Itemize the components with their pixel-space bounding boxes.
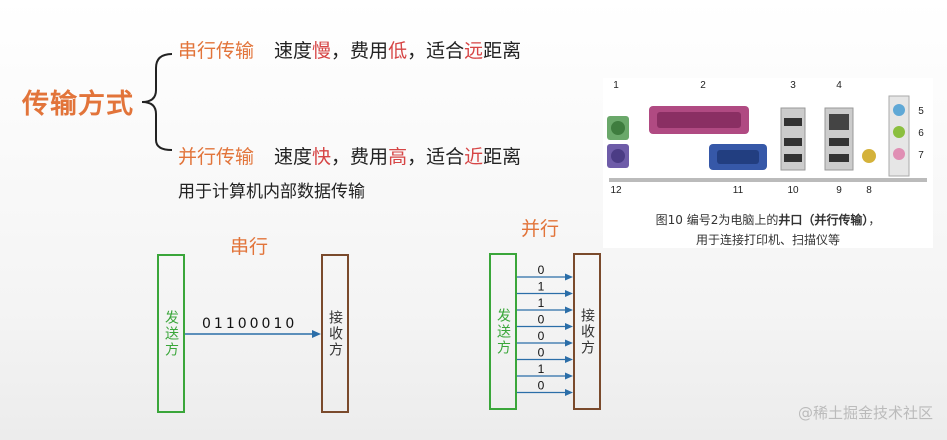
port-number-label: 6 — [918, 128, 924, 139]
port-number-label: 9 — [836, 185, 842, 196]
parallel-speed: 快 — [312, 146, 332, 168]
parallel-wire-arrow — [565, 339, 573, 347]
parallel-wire-arrow — [565, 273, 573, 281]
parallel-distance: 近 — [464, 146, 484, 168]
parallel-bit: 0 — [538, 346, 545, 360]
audio-line-out — [893, 126, 905, 138]
bracket — [141, 53, 173, 151]
parallel-bit: 1 — [538, 280, 545, 294]
serial-desc-text: 距离 — [483, 40, 522, 62]
watermark: @稀土掘金技术社区 — [797, 404, 933, 422]
parallel-wire-arrow — [565, 372, 573, 380]
serial-cost: 低 — [388, 40, 408, 62]
sender-label: 发送方 — [163, 309, 179, 358]
parallel-desc-text: 速度 — [274, 146, 313, 168]
parallel-sender-box: 发送方 — [489, 253, 517, 410]
serial-bits: 01100010 — [202, 316, 298, 332]
serial-sender-box: 发送方 — [157, 254, 185, 413]
port-number-label: 12 — [610, 185, 622, 196]
parallel-bit: 0 — [538, 313, 545, 327]
port-number-label: 5 — [918, 106, 924, 117]
parallel-wire-arrow — [565, 389, 573, 396]
caption-text: 图10 编号2为电脑上的 — [655, 213, 779, 227]
caption-bold: 井口（并行传输） — [778, 213, 869, 227]
serial-description: 串行传输速度慢，费用低，适合远距离 — [178, 36, 521, 63]
parallel-receiver-box: 接收方 — [573, 253, 601, 410]
port-number-label: 10 — [787, 185, 799, 196]
parallel-wire-arrow — [565, 323, 573, 330]
parallel-label: 并行 — [521, 218, 560, 240]
serial-speed: 慢 — [312, 40, 332, 62]
parallel-cost: 高 — [388, 146, 408, 168]
parallel-desc-text: 距离 — [483, 146, 522, 168]
parallel-bit: 0 — [538, 379, 545, 393]
parallel-desc-text: ，费用 — [331, 146, 389, 168]
parallel-bit: 0 — [538, 329, 545, 343]
parallel-note: 用于计算机内部数据传输 — [178, 182, 365, 202]
parallel-desc-text: ，适合 — [407, 146, 465, 168]
serial-heading: 串行传输 — [178, 40, 255, 62]
port-number-label: 8 — [866, 185, 872, 196]
caption-text: ， — [868, 213, 881, 227]
audio-port-gold — [862, 149, 876, 163]
port-number-label: 3 — [790, 80, 796, 91]
parallel-bit: 1 — [538, 296, 545, 310]
serial-receiver-box: 接收方 — [321, 254, 349, 413]
receiver-label: 接收方 — [579, 307, 595, 356]
parallel-bit: 0 — [538, 263, 545, 277]
serial-label: 串行 — [230, 236, 269, 258]
parallel-heading: 并行传输 — [178, 146, 255, 168]
receiver-label: 接收方 — [327, 309, 343, 358]
parallel-wire-arrow — [565, 306, 573, 314]
parallel-bit: 1 — [538, 362, 545, 376]
parallel-wire-arrow — [565, 356, 573, 363]
port-number-label: 11 — [733, 185, 744, 196]
serial-distance: 远 — [464, 40, 484, 62]
serial-desc-text: ，适合 — [407, 40, 465, 62]
serial-desc-text: ，费用 — [331, 40, 389, 62]
parallel-wire-arrow — [565, 290, 573, 297]
port-number-label: 1 — [613, 80, 619, 91]
serial-desc-text: 速度 — [274, 40, 313, 62]
serial-arrow-head — [312, 330, 321, 338]
photo-caption: 图10 编号2为电脑上的井口（并行传输）， 用于连接打印机、扫描仪等 — [603, 210, 933, 250]
parallel-description: 并行传输速度快，费用高，适合近距离 — [178, 142, 521, 169]
port-number-label: 2 — [700, 80, 706, 91]
audio-mic — [893, 148, 905, 160]
port-number-label: 4 — [836, 80, 842, 91]
main-title: 传输方式 — [22, 89, 134, 120]
audio-line-in — [893, 104, 905, 116]
sender-label: 发送方 — [495, 307, 511, 356]
port-number-label: 7 — [918, 150, 924, 161]
caption-line2: 用于连接打印机、扫描仪等 — [695, 233, 840, 247]
